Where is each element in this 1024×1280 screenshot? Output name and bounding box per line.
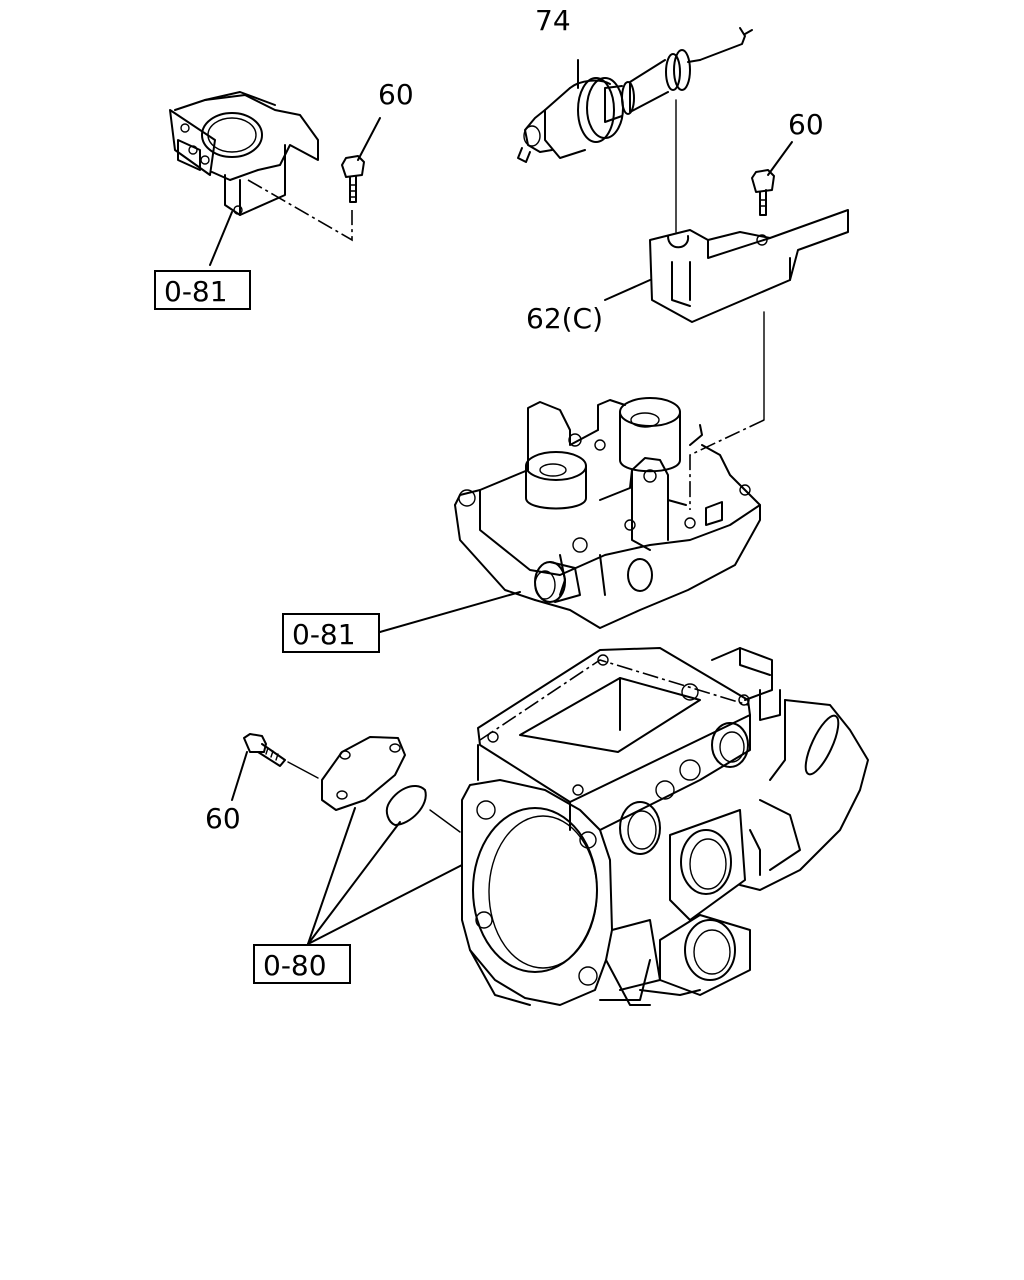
cover-plate-and-gasket — [287, 736, 461, 833]
ref-label-081-middle: 0-81 — [292, 618, 356, 651]
callout-74: 74 — [535, 4, 571, 37]
pump-housing-lower — [461, 647, 869, 1006]
screw-60-top-right — [751, 141, 793, 216]
ref-box-080 — [253, 944, 351, 984]
callout-60-top-left: 60 — [378, 78, 414, 111]
leader-60-top-left — [247, 179, 353, 242]
ref-label-081-top: 0-81 — [164, 275, 228, 308]
bracket-62c — [604, 209, 849, 323]
callout-60-top-right: 60 — [788, 108, 824, 141]
ref-box-081-middle — [282, 613, 380, 653]
callout-60-bottom: 60 — [205, 802, 241, 835]
governor-housing-middle — [379, 397, 761, 633]
part-74-solenoid — [517, 27, 753, 163]
leader-62c-to-housing — [689, 419, 765, 510]
bracket-top-left — [169, 91, 319, 266]
callout-62c: 62(C) — [526, 302, 603, 335]
screw-60-top-left — [341, 117, 381, 203]
ref-label-080: 0-80 — [263, 949, 327, 982]
leaders-0-80 — [307, 807, 463, 945]
ref-box-081-top — [154, 270, 251, 310]
screw-60-bottom — [231, 733, 286, 801]
